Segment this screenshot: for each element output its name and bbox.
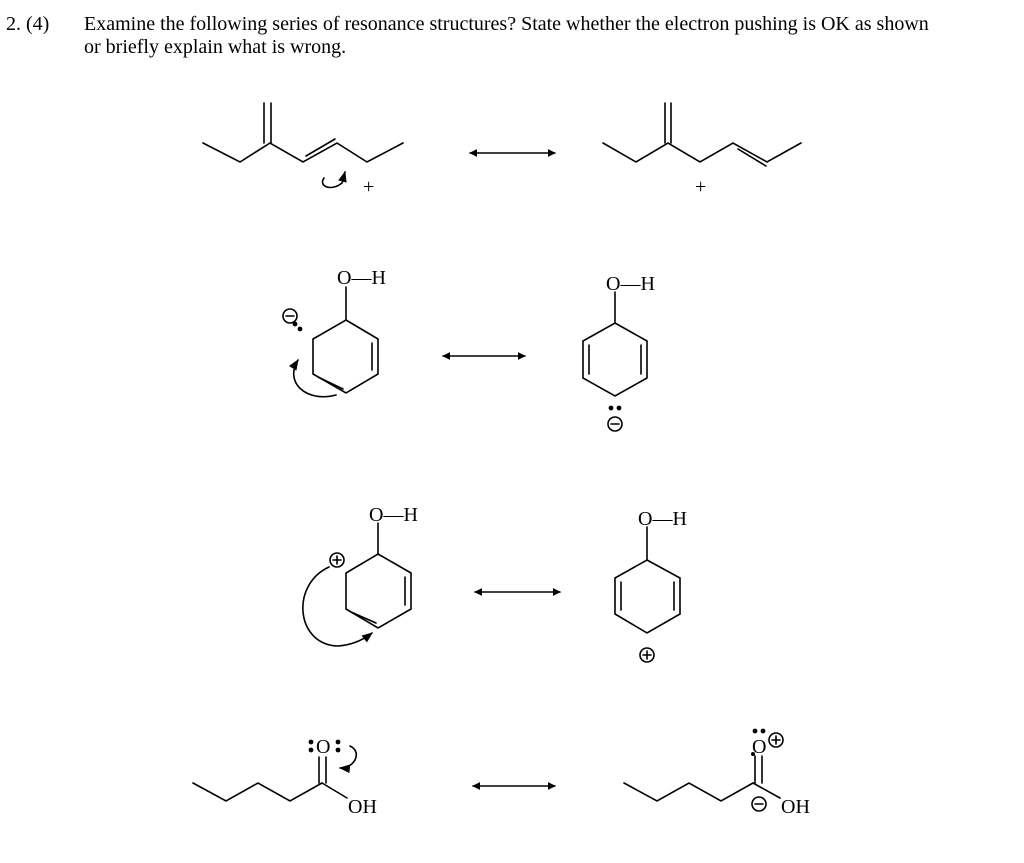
row2-curved-arrow (288, 359, 337, 398)
row3-right-ring (614, 526, 681, 634)
row3-left-positive-charge-icon (329, 552, 345, 568)
row1-right-allylic-cation (602, 102, 802, 167)
row4-left-carbonyl-oxygen: O (316, 736, 330, 758)
row3-left-oh-label: O—H (369, 504, 418, 526)
row3-right-oh-label: O—H (638, 508, 687, 530)
question-text: Examine the following series of resonanc… (84, 13, 1014, 59)
row4-right-carboxylic-acid (623, 755, 781, 802)
row4-left-oh-label: OH (348, 796, 377, 818)
row1-left-plus-sign: + (363, 176, 374, 198)
row2-right-ring (582, 291, 648, 397)
row3-curved-arrow (302, 566, 373, 647)
row1-right-plus-sign: + (695, 176, 706, 198)
lone-pair-dots (292, 321, 766, 756)
row3-right-positive-charge-icon (639, 647, 655, 663)
row3-left-ring (345, 522, 412, 629)
row2-right-oh-label: O—H (606, 273, 655, 295)
row2-left-ring (312, 286, 379, 394)
question-line-2: or briefly explain what is wrong. (84, 36, 347, 58)
row4-right-positive-charge-icon (768, 732, 784, 748)
row4-curved-arrow (338, 745, 358, 774)
row2-left-negative-charge-icon (282, 308, 298, 324)
row1-left-allylic-cation (202, 102, 404, 163)
row2-right-negative-charge-icon (607, 416, 623, 432)
row4-left-carboxylic-acid (192, 756, 348, 802)
question-number: 2. (4) (6, 13, 50, 35)
row2-left-oh-label: O—H (337, 267, 386, 289)
question-line-1: Examine the following series of resonanc… (84, 13, 929, 35)
row1-curved-arrow (321, 170, 347, 189)
row4-right-negative-charge-icon (751, 796, 767, 812)
row4-right-carbonyl-oxygen: O (752, 736, 766, 758)
row4-right-oh-label: OH (781, 796, 810, 818)
